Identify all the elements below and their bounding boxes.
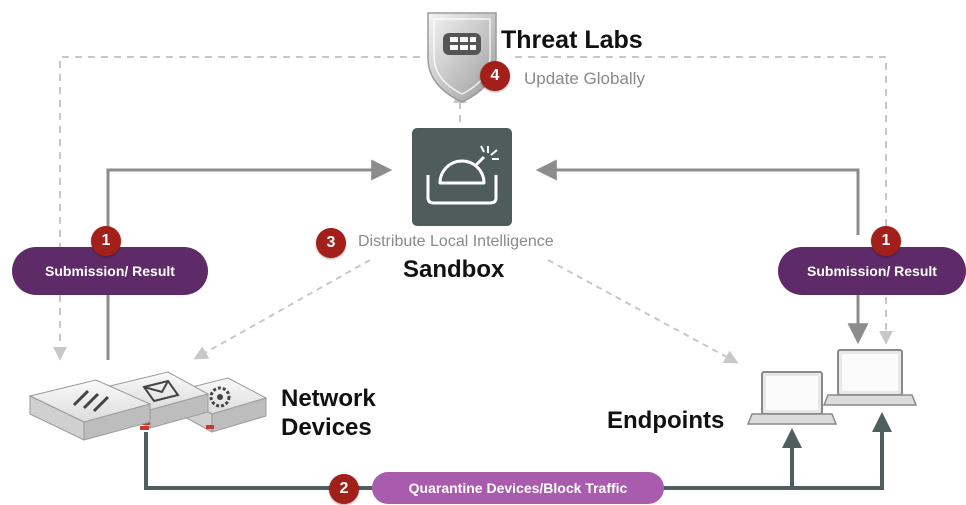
laptop-icon — [746, 349, 918, 425]
endpoints-title: Endpoints — [607, 407, 725, 434]
threat-labs-subtitle: Update Globally — [524, 69, 645, 88]
network-devices-title: Network Devices — [281, 384, 376, 442]
left-submission-arrow — [106, 159, 393, 360]
submission-arrows — [106, 159, 869, 360]
step-3-badge: 3 — [316, 228, 346, 258]
threat-labs-title: Threat Labs — [501, 26, 643, 54]
right-submission-arrow — [535, 159, 860, 235]
network-devices-line1: Network — [281, 385, 376, 412]
left-step-1-badge: 1 — [91, 226, 121, 256]
right-step-1-badge: 1 — [871, 226, 901, 256]
sandbox-caption: Distribute Local Intelligence — [358, 233, 554, 250]
network-appliance-icon — [28, 371, 268, 441]
fortinet-shield-icon — [427, 12, 497, 103]
laptop-back — [822, 349, 918, 406]
sandbox-title: Sandbox — [403, 256, 505, 283]
quarantine-pill: Quarantine Devices/Block Traffic — [372, 472, 664, 504]
appliance-firewall — [28, 379, 152, 441]
distribute-arrows — [193, 259, 739, 364]
laptop-front — [746, 371, 838, 425]
step-2-badge: 2 — [329, 474, 359, 504]
right-submission-pill: Submission/ Result — [778, 247, 966, 295]
sandbox-bomb-icon — [412, 128, 512, 226]
network-devices-line2: Devices — [281, 414, 372, 441]
step-4-badge: 4 — [480, 61, 510, 91]
